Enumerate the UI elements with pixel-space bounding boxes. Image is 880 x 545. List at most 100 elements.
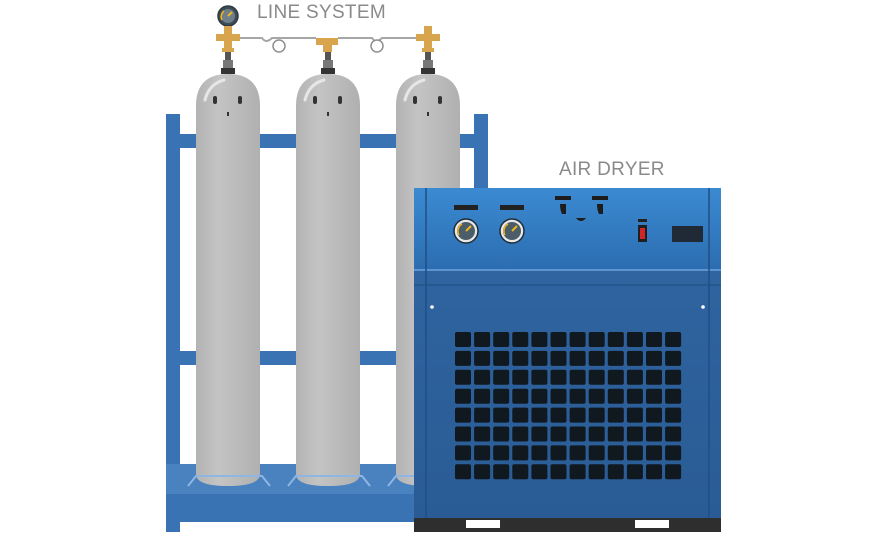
vent-slot	[512, 350, 529, 366]
vent-slot	[607, 464, 624, 480]
vent-slot	[474, 332, 491, 347]
vent-slot	[569, 407, 586, 423]
cylinder-valve-icon	[316, 38, 338, 74]
vent-slot	[493, 464, 510, 480]
pipe-loop-icon	[370, 39, 384, 53]
vent-slot	[474, 388, 491, 404]
vent-slot	[626, 388, 643, 404]
vent-slot	[569, 445, 586, 461]
vent-slot	[626, 464, 643, 480]
air-dryer-label: AIR DRYER	[559, 159, 665, 180]
vent-slot	[607, 388, 624, 404]
vent-slot	[646, 464, 662, 480]
vent-slot	[569, 388, 586, 404]
vent-slot	[646, 350, 662, 366]
vent-slot	[531, 350, 548, 366]
vent-slot	[512, 464, 529, 480]
pressure-gauge-icon	[453, 205, 479, 244]
vent-slot	[455, 426, 471, 442]
vent-slot	[588, 332, 605, 347]
dryer-display	[672, 226, 703, 242]
vent-slot	[512, 426, 529, 442]
vent-slot	[550, 426, 567, 442]
vent-slot	[531, 332, 548, 347]
vent-slot	[493, 445, 510, 461]
vent-slot	[474, 369, 491, 385]
vent-slot	[531, 407, 548, 423]
vent-slot	[455, 445, 471, 461]
vent-slot	[531, 426, 548, 442]
vent-slot	[646, 332, 662, 347]
vent-slot	[646, 445, 662, 461]
vent-slot	[455, 332, 471, 347]
vent-slot	[665, 350, 682, 366]
dryer-vent-grille	[455, 332, 682, 480]
vent-slot	[512, 388, 529, 404]
pressure-gauge-icon	[499, 205, 525, 244]
vent-slot	[512, 445, 529, 461]
vent-slot	[607, 407, 624, 423]
vent-slot	[607, 350, 624, 366]
vent-slot	[550, 332, 567, 347]
vent-slot	[550, 445, 567, 461]
vent-slot	[626, 350, 643, 366]
dryer-base	[414, 518, 721, 532]
vent-slot	[531, 388, 548, 404]
vent-slot	[646, 388, 662, 404]
rack-base	[166, 494, 420, 522]
dryer-fittings-icon	[555, 196, 608, 221]
vent-slot	[455, 350, 471, 366]
vent-slot	[665, 426, 682, 442]
cylinder-valve-icon	[216, 26, 240, 74]
vent-slot	[493, 426, 510, 442]
vent-slot	[474, 426, 491, 442]
vent-slot	[474, 445, 491, 461]
pipe-loop-icon	[272, 39, 286, 53]
vent-slot	[665, 369, 682, 385]
vent-slot	[626, 407, 643, 423]
vent-slot	[646, 369, 662, 385]
cylinder-valve-icon	[416, 26, 440, 74]
vent-slot	[588, 369, 605, 385]
vent-slot	[569, 464, 586, 480]
vent-slot	[588, 388, 605, 404]
cylinder-cradles	[187, 475, 420, 487]
vent-slot	[607, 332, 624, 347]
vent-slot	[665, 445, 682, 461]
vent-slot	[588, 464, 605, 480]
vent-slot	[607, 369, 624, 385]
vent-slot	[455, 407, 471, 423]
vent-slot	[626, 426, 643, 442]
vent-slot	[569, 426, 586, 442]
vent-slot	[493, 407, 510, 423]
vent-slot	[569, 369, 586, 385]
vent-slot	[588, 426, 605, 442]
rack-right-post	[474, 114, 488, 194]
vent-slot	[493, 332, 510, 347]
vent-slot	[550, 407, 567, 423]
vent-slot	[646, 426, 662, 442]
power-switch-icon	[638, 219, 647, 242]
vent-slot	[493, 350, 510, 366]
vent-slot	[531, 445, 548, 461]
vent-slot	[512, 369, 529, 385]
vent-slot	[607, 426, 624, 442]
vent-slot	[455, 464, 471, 480]
vent-slot	[455, 388, 471, 404]
vent-slot	[646, 407, 662, 423]
vent-slot	[626, 332, 643, 347]
vent-slot	[474, 350, 491, 366]
vent-slot	[474, 407, 491, 423]
vent-slot	[665, 464, 682, 480]
vent-slot	[493, 369, 510, 385]
gas-cylinder-2	[296, 74, 360, 486]
vent-slot	[493, 388, 510, 404]
vent-slot	[665, 332, 682, 347]
vent-slot	[550, 388, 567, 404]
vent-slot	[550, 350, 567, 366]
vent-slot	[588, 445, 605, 461]
vent-slot	[512, 332, 529, 347]
vent-slot	[626, 369, 643, 385]
